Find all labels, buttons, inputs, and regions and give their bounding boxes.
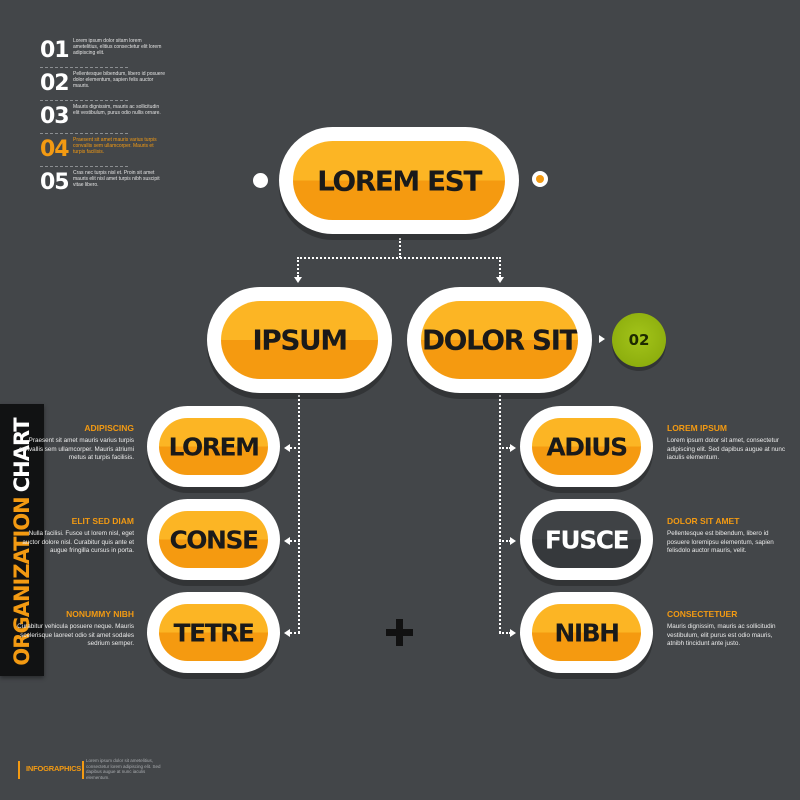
- connector-line: [499, 540, 511, 542]
- description-title: NONUMMY NIBH: [66, 609, 134, 619]
- connector-dot-orange: [532, 171, 548, 187]
- node-label: FUSCE: [544, 525, 630, 554]
- node-child-right[interactable]: ADIUS: [520, 406, 653, 487]
- legend-text: Lorem ipsum dolor sitam lorem ametelitiu…: [73, 38, 162, 56]
- connector-line: [290, 447, 300, 449]
- sidebar-title-bar: ORGANIZATIONCHART: [0, 404, 44, 676]
- description-block: DOLOR SIT AMET Pellentesque est bibendum…: [667, 516, 789, 556]
- legend-number: 03: [40, 104, 70, 129]
- connector-line: [499, 447, 511, 449]
- node-label: LOREM: [168, 432, 261, 461]
- node-label: IPSUM: [252, 323, 348, 357]
- arrow-left-icon: [284, 444, 290, 452]
- legend-divider: [40, 133, 128, 134]
- description-block: ADIPISCING Praesent sit amet mauris vari…: [12, 423, 134, 463]
- arrow-right-icon: [510, 629, 516, 637]
- footer-text: Lorem ipsum dolor sit ametelitius, conse…: [86, 758, 161, 780]
- legend-number: 01: [40, 38, 70, 63]
- legend-item: 02 Pellentesque bibendum, libero id posu…: [40, 71, 165, 101]
- description-body: Nulla facilisi. Fusce ut lorem nisl, ege…: [22, 530, 134, 554]
- arrow-left-icon: [284, 537, 290, 545]
- connector-line: [290, 540, 300, 542]
- legend-item: 03 Mauris dignissim, mauris ac sollicitu…: [40, 104, 161, 134]
- legend-text: Pellentesque bibendum, libero id posuere…: [73, 71, 166, 89]
- legend-item-highlighted: 04 Praesent sit amet mauris varius turpi…: [40, 137, 157, 167]
- description-title: LOREM IPSUM: [667, 423, 727, 433]
- node-child-left[interactable]: TETRE: [147, 592, 280, 673]
- legend-divider: [40, 166, 128, 167]
- description-block: ELIT SED DIAM Nulla facilisi. Fusce ut l…: [12, 516, 134, 556]
- arrow-right-icon: [510, 444, 516, 452]
- legend-number: 02: [40, 71, 70, 96]
- legend-number: 04: [40, 137, 70, 162]
- node-label: LOREM EST: [317, 164, 482, 197]
- description-body: Mauris dignissim, mauris ac sollicitudin…: [667, 623, 776, 647]
- legend-text: Cras nec turpis nisl et. Proin sit amet …: [73, 170, 160, 188]
- description-body: Curabitur vehicula posuere neque. Mauris…: [17, 623, 134, 647]
- node-label: DOLOR SIT: [421, 323, 578, 357]
- step-badge: 02: [612, 313, 666, 367]
- node-label: NIBH: [554, 618, 620, 647]
- node-child-right[interactable]: NIBH: [520, 592, 653, 673]
- legend-text: Praesent sit amet mauris varius turpis c…: [73, 137, 157, 155]
- connector-line: [298, 395, 300, 633]
- legend-divider: [40, 67, 128, 68]
- node-label: TETRE: [173, 618, 255, 647]
- arrow-down-icon: [294, 277, 302, 283]
- description-block: CONSECTETUER Mauris dignissim, mauris ac…: [667, 609, 789, 649]
- description-body: Praesent sit amet mauris varius turpis c…: [18, 437, 134, 461]
- legend-number: 05: [40, 170, 70, 195]
- arrow-left-icon: [284, 629, 290, 637]
- node-label: CONSE: [169, 525, 259, 554]
- connector-line: [499, 395, 501, 633]
- node-level1-left[interactable]: IPSUM: [207, 287, 392, 393]
- badge-label: 02: [628, 331, 650, 349]
- description-body: Lorem ipsum dolor sit amet, consectetur …: [667, 437, 785, 461]
- arrow-right-icon: [599, 335, 605, 343]
- description-body: Pellentesque est bibendum, libero id pos…: [667, 530, 774, 554]
- legend-text: Mauris dignissim, mauris ac sollicitudin…: [73, 104, 161, 116]
- node-child-right-selected[interactable]: FUSCE: [520, 499, 653, 580]
- connector-line: [499, 632, 511, 634]
- description-block: NONUMMY NIBH Curabitur vehicula posuere …: [12, 609, 134, 649]
- node-child-left[interactable]: LOREM: [147, 406, 280, 487]
- arrow-down-icon: [496, 277, 504, 283]
- node-root[interactable]: LOREM EST: [279, 127, 519, 234]
- connector-line: [499, 257, 501, 277]
- description-title: DOLOR SIT AMET: [667, 516, 740, 526]
- description-title: ADIPISCING: [84, 423, 134, 433]
- legend-item: 01 Lorem ipsum dolor sitam lorem ameteli…: [40, 38, 161, 68]
- footer-badge: INFOGRAPHICS: [18, 761, 84, 779]
- node-label: ADIUS: [546, 432, 628, 461]
- node-level1-right[interactable]: DOLOR SIT: [407, 287, 592, 393]
- connector-line: [297, 257, 299, 277]
- description-title: ELIT SED DIAM: [71, 516, 134, 526]
- connector-line: [290, 632, 300, 634]
- description-block: LOREM IPSUM Lorem ipsum dolor sit amet, …: [667, 423, 789, 463]
- arrow-right-icon: [510, 537, 516, 545]
- connector-dot: [253, 173, 268, 188]
- connector-line: [399, 238, 401, 258]
- footer-label: INFOGRAPHICS: [26, 764, 82, 773]
- node-child-left[interactable]: CONSE: [147, 499, 280, 580]
- connector-line: [297, 257, 501, 259]
- legend-divider: [40, 100, 128, 101]
- legend-item: 05 Cras nec turpis nisl et. Proin sit am…: [40, 170, 160, 200]
- description-title: CONSECTETUER: [667, 609, 738, 619]
